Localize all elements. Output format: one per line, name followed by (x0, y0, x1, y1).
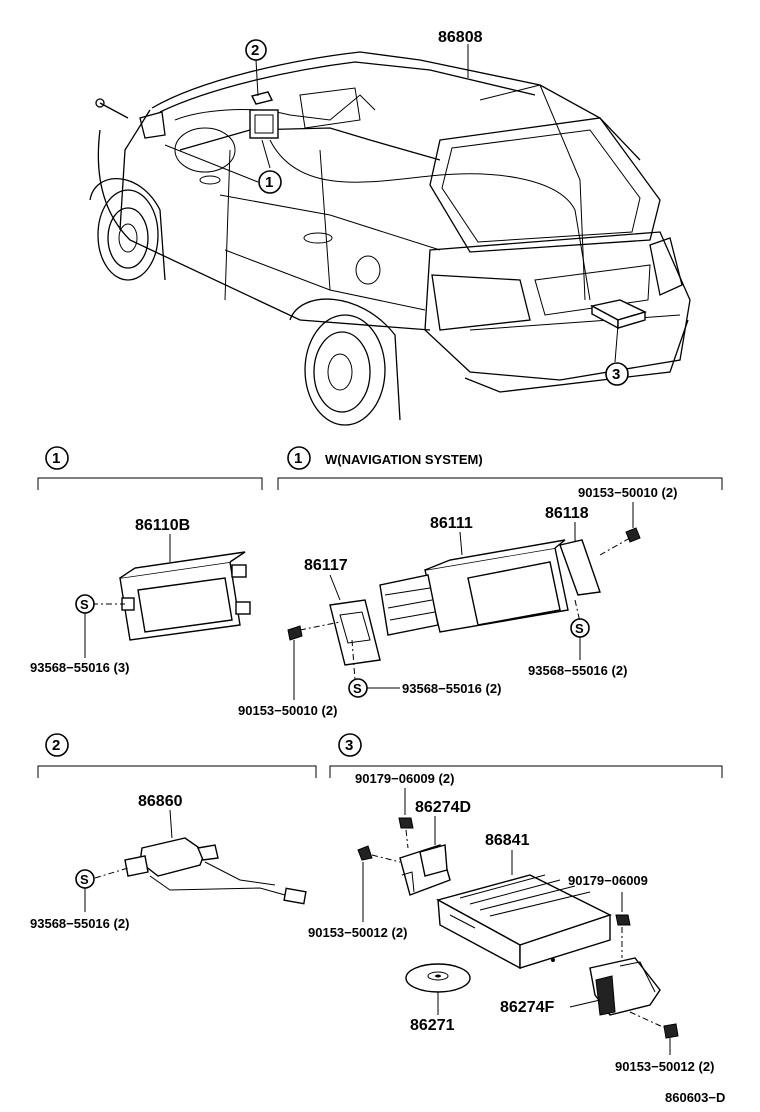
screw-93568-55016-right: 93568−55016 (2) (528, 663, 627, 678)
part-86274D: 86274D (415, 799, 471, 816)
section-3: 3 90179−06009 (2) 86274D 86841 90179−060… (308, 733, 723, 1074)
section-1-right: 1 W(NAVIGATION SYSTEM) 90153−50010 (2) 8… (238, 446, 723, 718)
callout-2-car: 2 (245, 39, 267, 61)
section-1-left-marker: 1 (52, 450, 60, 467)
part-86118: 86118 (545, 505, 589, 522)
s-symbol-1-left: S (80, 597, 89, 612)
s-symbol-bottom: S (353, 681, 362, 696)
callout-1-label: 1 (265, 174, 273, 191)
part-86274F: 86274F (500, 999, 554, 1016)
bolt-90153-50010-top: 90153−50010 (2) (578, 485, 677, 500)
bolt-90153-50010-left: 90153−50010 (2) (238, 703, 337, 718)
s-symbol-right: S (575, 621, 584, 636)
section-3-marker: 3 (345, 737, 353, 754)
callout-3-label: 3 (612, 366, 620, 383)
section-1-right-title: W(NAVIGATION SYSTEM) (325, 452, 483, 467)
section-2: 2 86860 S 93568−55016 (2) (30, 733, 317, 931)
callout-1-car: 1 (258, 170, 282, 194)
section-2-marker: 2 (52, 737, 60, 754)
car-part-86808: 86808 (438, 29, 483, 46)
bolt-90153-50012-bottom: 90153−50012 (2) (615, 1059, 714, 1074)
screw-93568-55016-bottom: 93568−55016 (2) (402, 681, 501, 696)
part-86860: 86860 (138, 793, 183, 810)
car-illustration (89, 44, 691, 426)
callout-2-label: 2 (251, 42, 259, 59)
screw-93568-55016-3: 93568−55016 (3) (30, 660, 129, 675)
s-symbol-2: S (80, 872, 89, 887)
nut-90179-06009: 90179−06009 (568, 873, 648, 888)
screw-93568-55016-s2: 93568−55016 (2) (30, 916, 129, 931)
part-86841: 86841 (485, 832, 530, 849)
nut-90179-06009-2: 90179−06009 (2) (355, 771, 454, 786)
section-1-left: 1 86110B S 93568−55016 (3) (30, 446, 263, 675)
section-1-right-marker: 1 (294, 450, 302, 467)
figure-code: 860603−D (665, 1090, 725, 1105)
part-86271: 86271 (410, 1017, 455, 1034)
callout-3-car: 3 (605, 362, 629, 386)
part-86110B: 86110B (135, 517, 190, 534)
bolt-90153-50012-left: 90153−50012 (2) (308, 925, 407, 940)
part-86111: 86111 (430, 515, 473, 532)
part-86117: 86117 (304, 557, 348, 574)
